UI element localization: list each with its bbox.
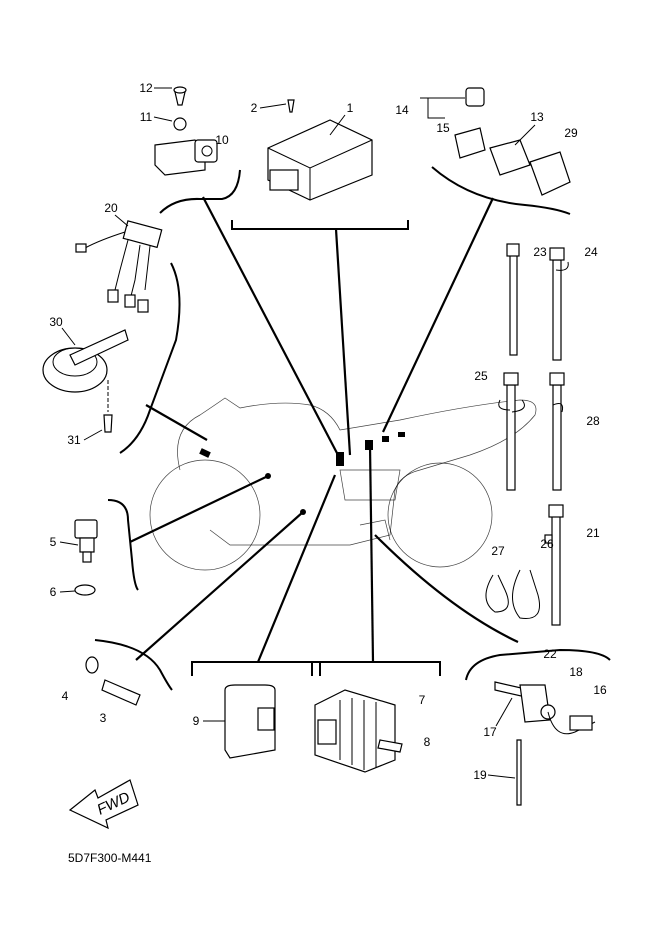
part-sensor-5[interactable] bbox=[74, 519, 98, 596]
group-brackets bbox=[94, 166, 611, 691]
callout-16: 16 bbox=[593, 683, 607, 697]
callout-21: 21 bbox=[586, 526, 600, 540]
callout-24: 24 bbox=[584, 245, 598, 259]
callout-17: 17 bbox=[483, 725, 497, 739]
part-ecu-1[interactable] bbox=[267, 99, 373, 201]
leader-lines bbox=[129, 196, 519, 663]
diagram-code: 5D7F300-M441 bbox=[68, 851, 152, 865]
callout-15: 15 bbox=[436, 121, 450, 135]
motorcycle-outline bbox=[149, 397, 537, 571]
part-cable-ties[interactable] bbox=[485, 243, 569, 626]
callout-28: 28 bbox=[586, 414, 600, 428]
part-spark-3-4[interactable] bbox=[85, 656, 141, 706]
callout-18: 18 bbox=[569, 665, 583, 679]
callout-4: 4 bbox=[62, 689, 69, 703]
callout-13: 13 bbox=[530, 110, 544, 124]
callout-11: 11 bbox=[140, 110, 153, 124]
callout-20: 20 bbox=[104, 201, 118, 215]
callout-10: 10 bbox=[215, 133, 229, 147]
callout-8: 8 bbox=[424, 735, 431, 749]
callout-14: 14 bbox=[395, 103, 409, 117]
callout-1: 1 bbox=[347, 101, 354, 115]
callout-22: 22 bbox=[543, 647, 557, 661]
callout-29: 29 bbox=[564, 126, 578, 140]
callout-31: 31 bbox=[67, 433, 81, 447]
callout-30: 30 bbox=[49, 315, 63, 329]
part-horn-30[interactable] bbox=[42, 329, 129, 433]
mount-points bbox=[199, 432, 405, 515]
callout-5: 5 bbox=[50, 535, 57, 549]
part-cover-9[interactable] bbox=[224, 684, 276, 759]
callout-23: 23 bbox=[533, 245, 547, 259]
callout-2: 2 bbox=[251, 101, 258, 115]
callout-26: 26 bbox=[540, 537, 554, 551]
part-bracket-16-17-18-22[interactable] bbox=[494, 681, 596, 806]
part-regulator-7-8[interactable] bbox=[314, 689, 403, 773]
callout-3: 3 bbox=[100, 711, 107, 725]
callout-7: 7 bbox=[419, 693, 426, 707]
part-relay-10[interactable] bbox=[154, 86, 218, 176]
callout-27: 27 bbox=[491, 544, 505, 558]
callout-25: 25 bbox=[474, 369, 488, 383]
callout-19: 19 bbox=[473, 768, 487, 782]
callout-6: 6 bbox=[50, 585, 57, 599]
forward-direction-arrow: FWD bbox=[68, 779, 139, 830]
callout-9: 9 bbox=[193, 714, 200, 728]
callout-labels: 12 11 10 2 1 14 15 13 29 20 23 24 30 31 … bbox=[49, 81, 607, 782]
part-relays-13-14-15-29[interactable] bbox=[420, 87, 571, 196]
part-harness-20[interactable] bbox=[75, 220, 163, 313]
callout-12: 12 bbox=[139, 81, 153, 95]
